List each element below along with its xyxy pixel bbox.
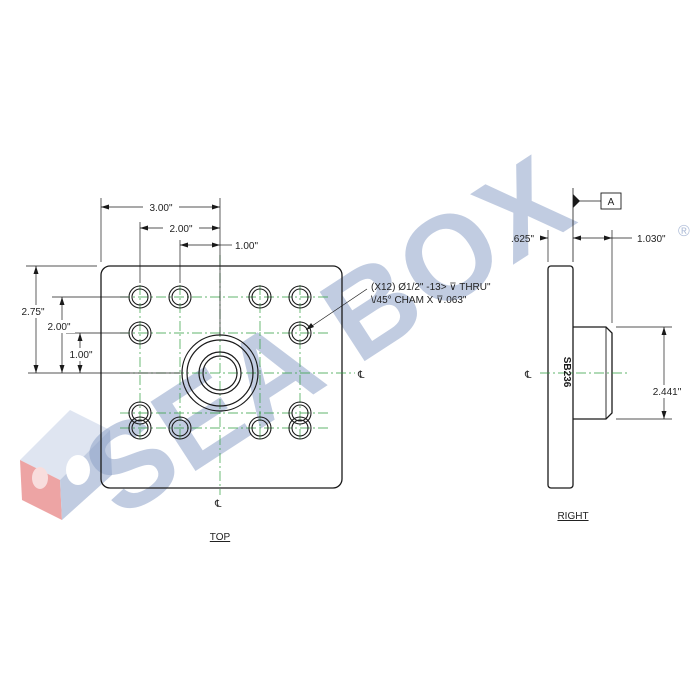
right-view: ℄ SB236 A .625" 1.030" — [511, 188, 687, 522]
watermark: SEA BOX ® — [20, 130, 690, 542]
watermark-registered-mark: ® — [678, 223, 690, 240]
bolt-hole — [248, 285, 272, 309]
bolt-hole — [128, 401, 152, 425]
top-view: 3.00" 2.00" 1.00" 2.75" 2.00" 1.00" (X12… — [17, 198, 491, 543]
bolt-hole — [288, 285, 312, 309]
bolt-hole — [128, 321, 152, 345]
bolt-hole — [288, 401, 312, 425]
watermark-cube-logo — [20, 410, 112, 520]
hole-callout-line1: (X12) Ø1/2" -13> ⊽ THRU" — [371, 282, 491, 293]
top-view-label: TOP — [210, 532, 231, 543]
top-view-plate-outline — [100, 265, 343, 489]
bolt-hole — [248, 416, 272, 440]
top-view-bolt-holes — [128, 285, 312, 440]
datum-label: A — [608, 197, 615, 208]
datum-flag: A — [572, 188, 622, 262]
top-view-centerlines — [120, 255, 355, 495]
bolt-hole — [168, 416, 192, 440]
top-view-dimension-arrows — [33, 204, 220, 373]
dim-height-mid: 2.00" — [47, 322, 70, 333]
hole-callout-line2: \/45° CHAM X ⊽.063" — [371, 295, 467, 306]
bolt-hole — [168, 285, 192, 309]
dim-width-total: 3.00" — [149, 203, 172, 214]
right-view-flange — [547, 265, 574, 489]
right-view-label: RIGHT — [557, 511, 588, 522]
dim-width-mid: 2.00" — [169, 224, 192, 235]
dim-height-small: 1.00" — [69, 350, 92, 361]
bolt-hole — [128, 285, 152, 309]
bolt-hole — [288, 321, 312, 345]
part-marking: SB236 — [561, 357, 572, 388]
dim-flange-thickness: .625" — [511, 234, 534, 245]
top-view-centerline-symbol-h: ℄ — [357, 370, 365, 381]
dim-boss-diameter: 2.441" — [653, 387, 682, 398]
watermark-brand-text: SEA BOX — [61, 130, 595, 542]
right-view-dimension-arrows — [540, 235, 667, 419]
callout-leader — [305, 288, 368, 331]
bolt-hole — [288, 416, 312, 440]
callout-arrow — [306, 323, 314, 330]
bolt-hole — [128, 416, 152, 440]
dim-height-total: 2.75" — [21, 307, 44, 318]
top-view-centerline-symbol-v: ℄ — [214, 499, 222, 510]
right-view-dimension-lines — [540, 230, 672, 420]
right-view-centerline-symbol: ℄ — [524, 370, 532, 381]
dim-width-half: 1.00" — [235, 241, 258, 252]
dim-boss-length: 1.030" — [637, 234, 666, 245]
